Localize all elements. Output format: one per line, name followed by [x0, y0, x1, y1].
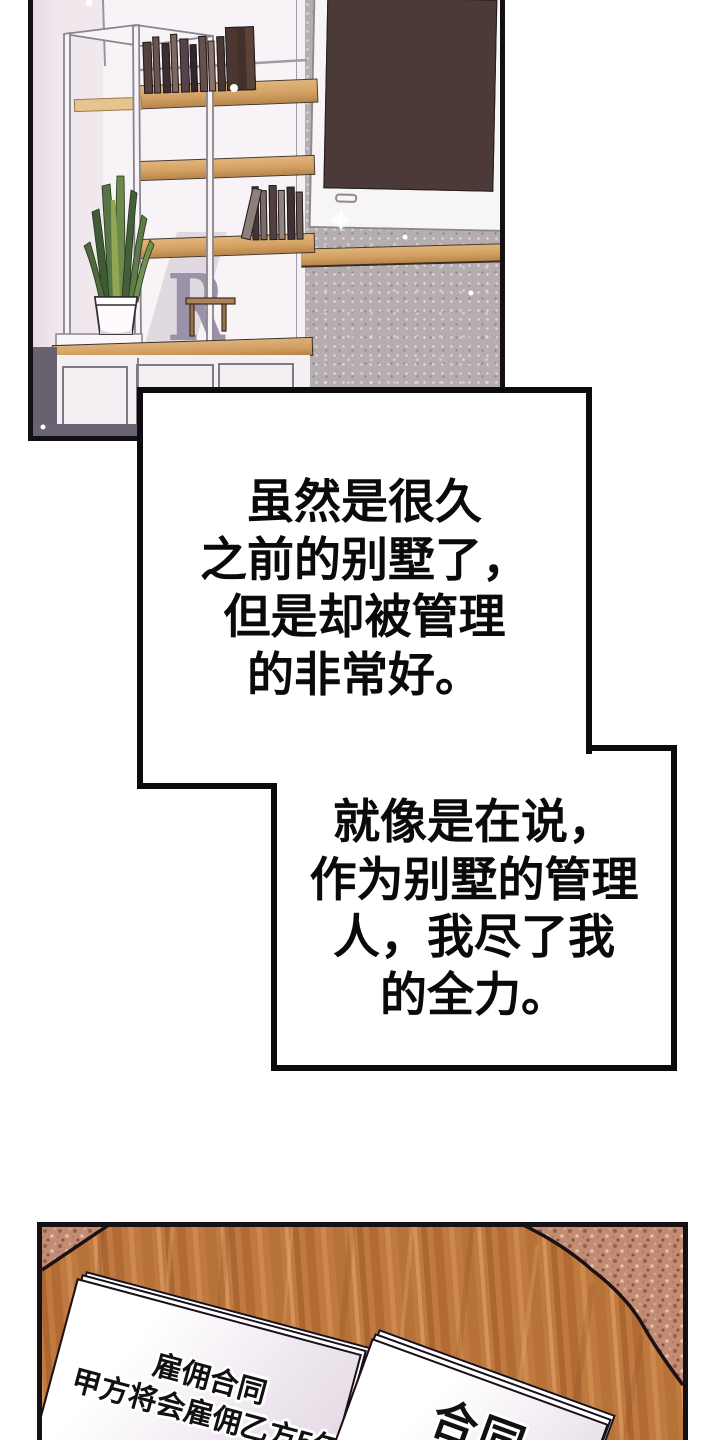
bubble-line: 虽然是很久 — [247, 475, 482, 528]
bubble-merge-joint — [584, 754, 594, 790]
bubble-line: 之前的别墅了， — [200, 532, 529, 586]
letter-stand — [185, 297, 236, 337]
sparkle-dot-icon — [85, 0, 93, 7]
bubble-merge-joint — [277, 771, 587, 791]
sparkles-overlay — [40, 0, 474, 430]
speech-bubble-2: 就像是在说， 作为别墅的管理 人，我尽了我 的全力。 — [271, 745, 677, 1071]
sparkle-dot-icon — [402, 234, 408, 240]
snake-plant — [83, 175, 155, 303]
speech-bubble-1: 虽然是很久 之前的别墅了， 但是却被管理 的非常好。 — [137, 387, 592, 789]
bubble-line: 的全力。 — [380, 967, 568, 1021]
sparkle-dot-icon — [40, 424, 46, 430]
bubble-line: 作为别墅的管理 — [309, 852, 639, 906]
plant-pot — [93, 296, 139, 335]
table-edge-line — [42, 1227, 683, 1387]
bubble-line: 就像是在说， — [333, 795, 615, 848]
letter-ornament: R — [167, 254, 226, 362]
bubble-line: 的非常好。 — [247, 647, 482, 701]
sparkle-dot-icon — [230, 84, 238, 92]
panel-bottom-table-scene: 雇佣合同 甲方将会雇佣乙方5年 合同 — [37, 1222, 688, 1440]
cabinet-drawer — [62, 366, 128, 436]
bubble-line: 但是却被管理 — [223, 590, 506, 643]
panel-top-interior-scene: R — [28, 0, 505, 441]
floor-shadow — [33, 424, 139, 436]
bubble-line: 人，我尽了我 — [333, 910, 615, 963]
cabinet-shadow-side — [33, 347, 57, 436]
sparkle-star-icon — [329, 208, 353, 232]
sparkle-dot-icon — [468, 290, 474, 296]
panel-top-content: R — [33, 0, 500, 436]
